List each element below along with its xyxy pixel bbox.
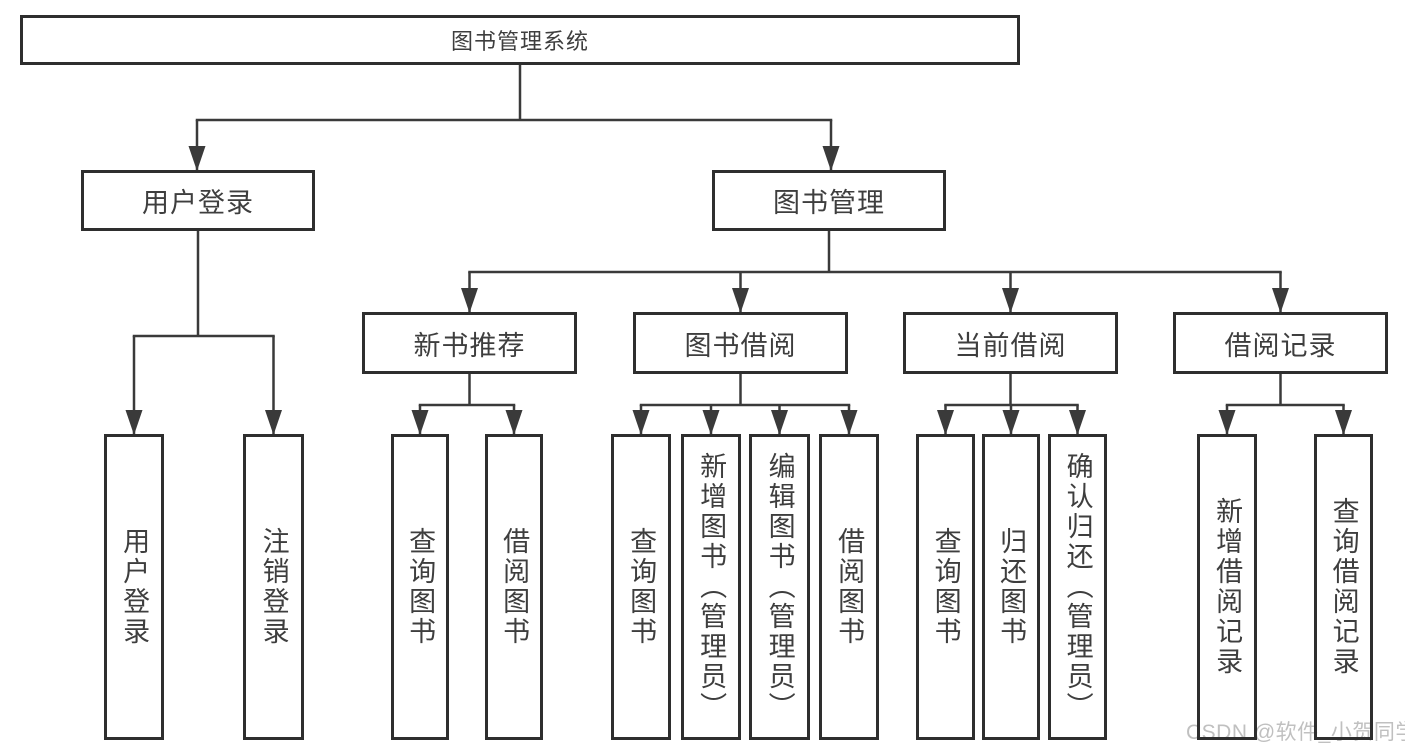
node-book-management: 图书管理 <box>712 170 946 231</box>
node-label: 用户登录 <box>142 188 254 218</box>
leaf-confirm-return-admin: 确认归还（管理员） <box>1048 434 1107 740</box>
leaf-return-book: 归还图书 <box>982 434 1040 740</box>
node-new-book-recommend: 新书推荐 <box>362 312 577 374</box>
leaf-edit-book-admin: 编辑图书（管理员） <box>749 434 810 740</box>
node-label: 借阅图书 <box>834 527 865 647</box>
leaf-logout: 注销登录 <box>243 434 304 740</box>
node-label: 当前借阅 <box>954 330 1067 361</box>
node-label: 新增借阅记录 <box>1212 497 1243 677</box>
node-label: 新增图书（管理员） <box>696 452 727 722</box>
node-label: 借阅记录 <box>1224 330 1337 361</box>
node-label: 借阅图书 <box>499 527 530 647</box>
leaf-query-book-2: 查询图书 <box>611 434 671 740</box>
node-label: 归还图书 <box>996 527 1027 647</box>
node-label: 编辑图书（管理员） <box>764 452 795 722</box>
node-label: 确认归还（管理员） <box>1062 452 1093 722</box>
node-label: 查询图书 <box>930 527 961 647</box>
leaf-query-book-1: 查询图书 <box>391 434 449 740</box>
node-book-borrow: 图书借阅 <box>633 312 848 374</box>
node-borrow-record: 借阅记录 <box>1173 312 1388 374</box>
node-label: 图书管理系统 <box>450 29 589 54</box>
node-label: 查询图书 <box>626 527 657 647</box>
node-label: 注销登录 <box>258 527 289 647</box>
leaf-query-borrow-record: 查询借阅记录 <box>1314 434 1373 740</box>
leaf-user-login: 用户登录 <box>104 434 164 740</box>
node-library-management-system: 图书管理系统 <box>20 15 1020 65</box>
node-user-login: 用户登录 <box>81 170 315 231</box>
leaf-borrow-book-2: 借阅图书 <box>819 434 879 740</box>
leaf-borrow-book-1: 借阅图书 <box>485 434 543 740</box>
leaf-query-book-3: 查询图书 <box>916 434 975 740</box>
node-label: 用户登录 <box>119 527 150 647</box>
node-current-borrow: 当前借阅 <box>903 312 1118 374</box>
node-label: 图书管理 <box>773 188 885 218</box>
leaf-add-book-admin: 新增图书（管理员） <box>681 434 741 740</box>
node-label: 新书推荐 <box>413 330 526 361</box>
node-label: 查询图书 <box>405 527 436 647</box>
leaf-add-borrow-record: 新增借阅记录 <box>1197 434 1257 740</box>
node-label: 查询借阅记录 <box>1328 497 1359 677</box>
node-label: 图书借阅 <box>684 330 797 361</box>
